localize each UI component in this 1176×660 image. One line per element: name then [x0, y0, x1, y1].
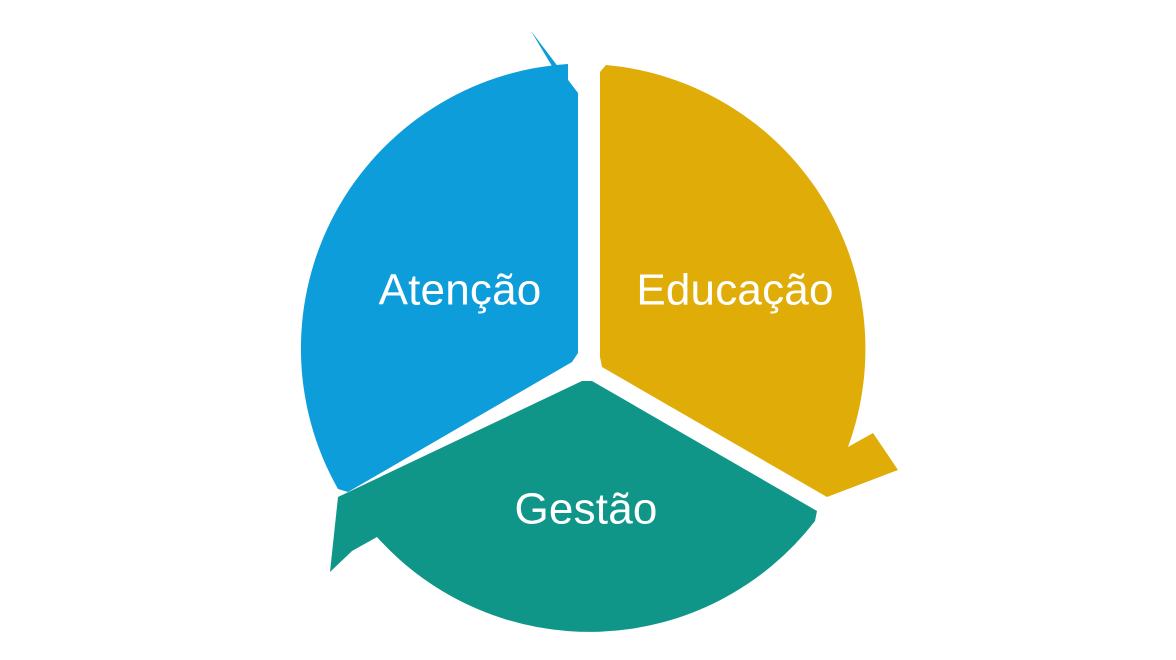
- segment-gestao-shape[interactable]: [330, 381, 817, 632]
- segment-gestao-label: Gestão: [514, 485, 657, 534]
- segment-atencao-label: Atenção: [379, 266, 542, 315]
- segment-atencao[interactable]: Atenção: [300, 31, 578, 492]
- segment-atencao-shape[interactable]: [300, 31, 578, 492]
- segment-gestao[interactable]: Gestão: [330, 381, 817, 632]
- segment-educacao-label: Educação: [636, 266, 833, 315]
- segment-educacao[interactable]: Educação: [600, 65, 898, 497]
- segment-educacao-shape[interactable]: [600, 65, 898, 497]
